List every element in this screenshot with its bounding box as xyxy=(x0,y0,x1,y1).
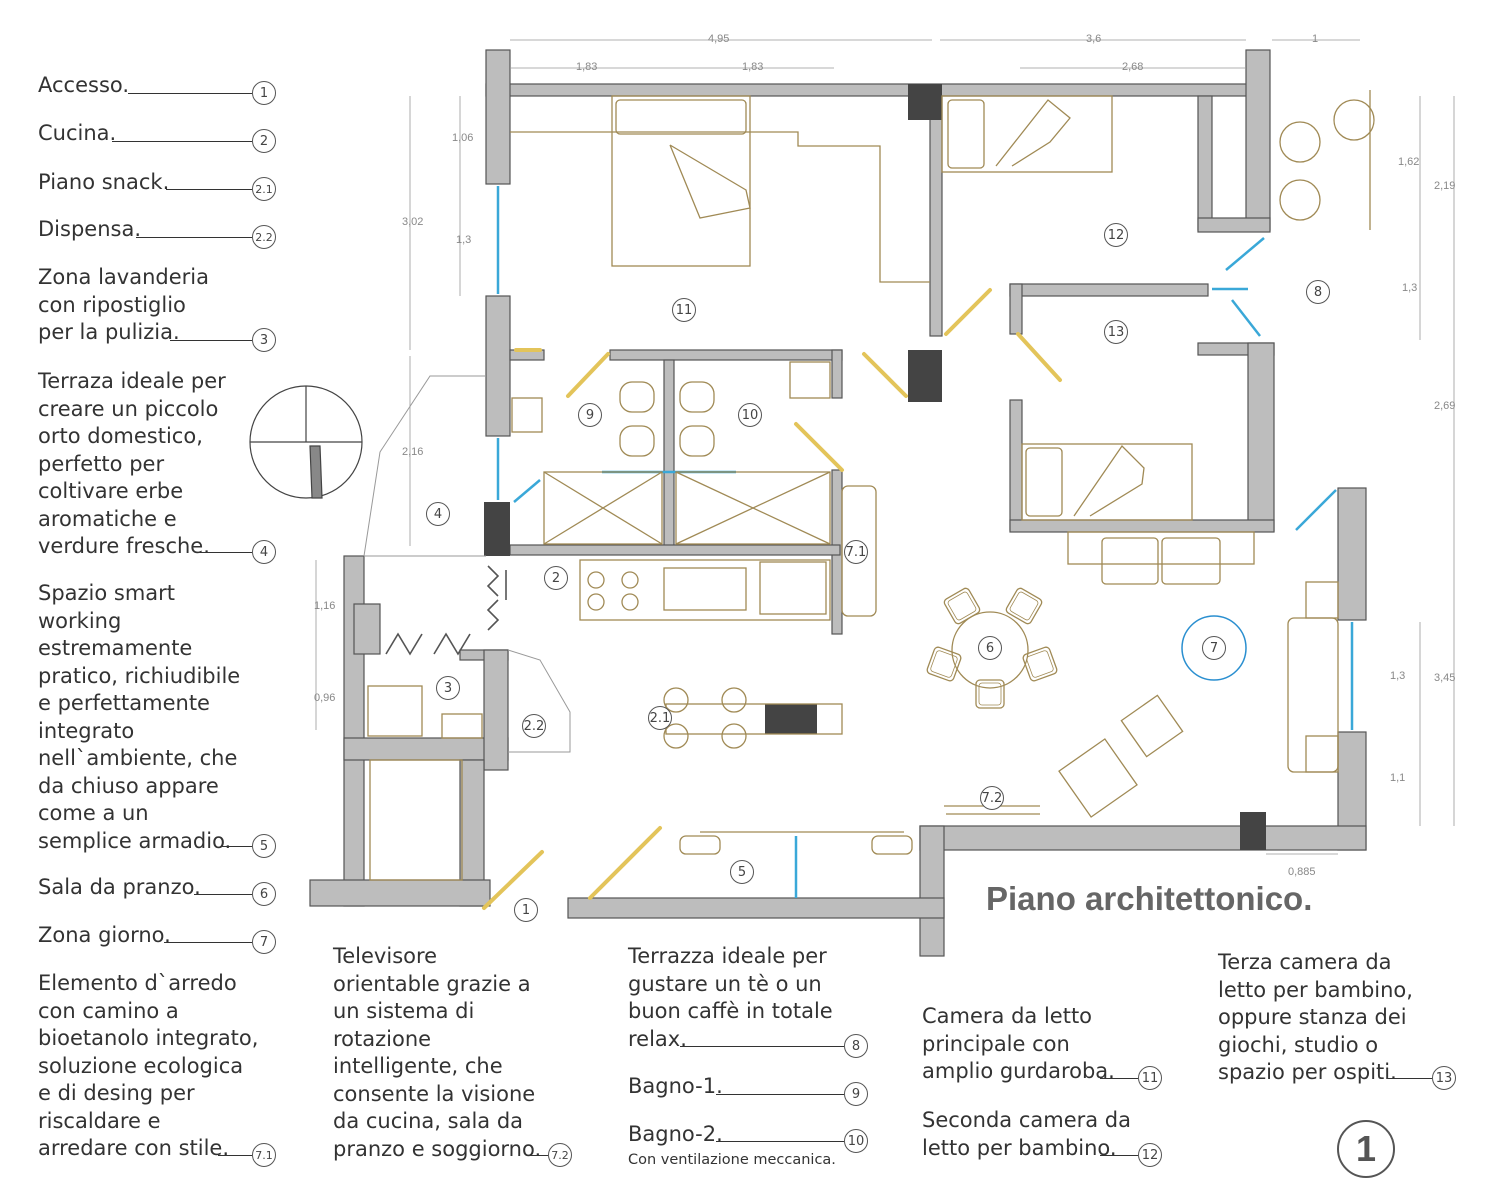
legend-num-8: 8 xyxy=(844,1034,868,1058)
legend-smart-working: Spazio smart working estremamente pratic… xyxy=(38,581,241,853)
legend-camera-principale: Camera da letto principale con amplio gu… xyxy=(922,1004,1115,1083)
dim-right-1: 1,62 xyxy=(1398,156,1420,168)
legend-num-6: 6 xyxy=(252,882,276,906)
legend-televisore: Televisore orientable grazie a un sistem… xyxy=(333,944,542,1161)
legend-bagno-2: Bagno-2. xyxy=(628,1122,723,1146)
legend-zona-giorno: Zona giorno. xyxy=(38,923,171,947)
legend-accesso: Accesso. xyxy=(38,73,130,97)
legend-num-7: 7 xyxy=(252,930,276,954)
legend-num-7-1: 7.1 xyxy=(252,1143,276,1167)
room-marker-9: 9 xyxy=(578,403,602,427)
dim-left-5: 1,16 xyxy=(314,600,336,612)
dim-right-3: 1,3 xyxy=(1402,282,1418,294)
legend-num-12: 12 xyxy=(1138,1143,1162,1167)
dim-bottom-1: 0,885 xyxy=(1288,866,1316,878)
compass-symbol xyxy=(249,385,363,499)
legend-dispensa: Dispensa. xyxy=(38,217,141,241)
plan-title: Piano architettonico. xyxy=(986,880,1313,917)
room-marker-10: 10 xyxy=(738,403,762,427)
room-marker-1: 1 xyxy=(514,898,538,922)
dim-right-4: 2,69 xyxy=(1434,400,1456,412)
room-marker-13: 13 xyxy=(1104,320,1128,344)
dim-right-2: 2,19 xyxy=(1434,180,1456,192)
legend-num-2-2: 2.2 xyxy=(252,225,276,249)
room-marker-5: 5 xyxy=(730,860,754,884)
room-marker-6: 6 xyxy=(978,636,1002,660)
dim-top-3: 1,83 xyxy=(742,61,764,73)
folding-doors xyxy=(385,565,507,656)
dim-top-5: 2,68 xyxy=(1122,61,1144,73)
legend-camino: Elemento d`arredo con camino a bioetanol… xyxy=(38,971,259,1160)
room-marker-12: 12 xyxy=(1104,223,1128,247)
dim-left-1: 1,06 xyxy=(452,132,474,144)
doors xyxy=(482,288,1062,910)
sheet-number: 1 xyxy=(1337,1120,1395,1178)
room-marker-7-2: 7.2 xyxy=(980,786,1004,810)
legend-num-11: 11 xyxy=(1138,1066,1162,1090)
room-marker-2-2: 2.2 xyxy=(522,714,546,738)
legend-terrazza-relax: Terrazza ideale per gustare un tè o un b… xyxy=(628,944,833,1051)
legend-num-9: 9 xyxy=(844,1082,868,1106)
dim-top-2: 1,83 xyxy=(576,61,598,73)
walls xyxy=(309,49,1367,957)
dim-right-5: 1,3 xyxy=(1390,670,1406,682)
dim-left-4: 2,16 xyxy=(402,446,424,458)
room-marker-7: 7 xyxy=(1202,636,1226,660)
dim-top-1: 4,95 xyxy=(708,33,730,45)
room-marker-8: 8 xyxy=(1306,280,1330,304)
legend-num-5: 5 xyxy=(252,834,276,858)
legend-cucina: Cucina. xyxy=(38,121,117,145)
dim-left-3: 3,02 xyxy=(402,216,424,228)
legend-terza-camera: Terza camera da letto per bambino, oppur… xyxy=(1218,950,1413,1084)
legend-lavanderia: Zona lavanderia con ripostiglio per la p… xyxy=(38,265,209,344)
furniture xyxy=(367,90,1375,881)
dim-top-4: 3,6 xyxy=(1086,33,1102,45)
dim-top-6: 1 xyxy=(1312,33,1319,45)
legend-piano-snack: Piano snack. xyxy=(38,170,170,194)
dim-right-7: 1,1 xyxy=(1390,772,1406,784)
dim-left-6: 0,96 xyxy=(314,692,336,704)
dimension-lines xyxy=(315,39,1455,855)
dim-left-2: 1,3 xyxy=(456,234,472,246)
room-marker-4: 4 xyxy=(426,502,450,526)
room-marker-2-1: 2.1 xyxy=(648,706,672,730)
legend-ventilazione: Con ventilazione meccanica. xyxy=(628,1152,836,1168)
legend-sala-pranzo: Sala da pranzo. xyxy=(38,875,201,899)
legend-num-1: 1 xyxy=(252,81,276,105)
legend-num-4: 4 xyxy=(252,540,276,564)
windows xyxy=(496,186,1354,898)
legend-num-7-2: 7.2 xyxy=(548,1143,572,1167)
room-marker-2: 2 xyxy=(544,566,568,590)
legend-seconda-camera: Seconda camera da letto per bambino. xyxy=(922,1108,1131,1160)
legend-num-13: 13 xyxy=(1432,1066,1456,1090)
room-marker-3: 3 xyxy=(436,676,460,700)
legend-bagno-1: Bagno-1. xyxy=(628,1074,723,1098)
room-marker-7-1: 7.1 xyxy=(844,540,868,564)
legend-num-2-1: 2.1 xyxy=(252,177,276,201)
room-marker-11: 11 xyxy=(672,298,696,322)
legend-num-3: 3 xyxy=(252,328,276,352)
dim-right-6: 3,45 xyxy=(1434,672,1456,684)
legend-terrazza-orto: Terraza ideale per creare un piccolo ort… xyxy=(38,369,226,558)
columns xyxy=(484,84,1266,850)
legend-num-10: 10 xyxy=(844,1129,868,1153)
legend-num-2: 2 xyxy=(252,129,276,153)
